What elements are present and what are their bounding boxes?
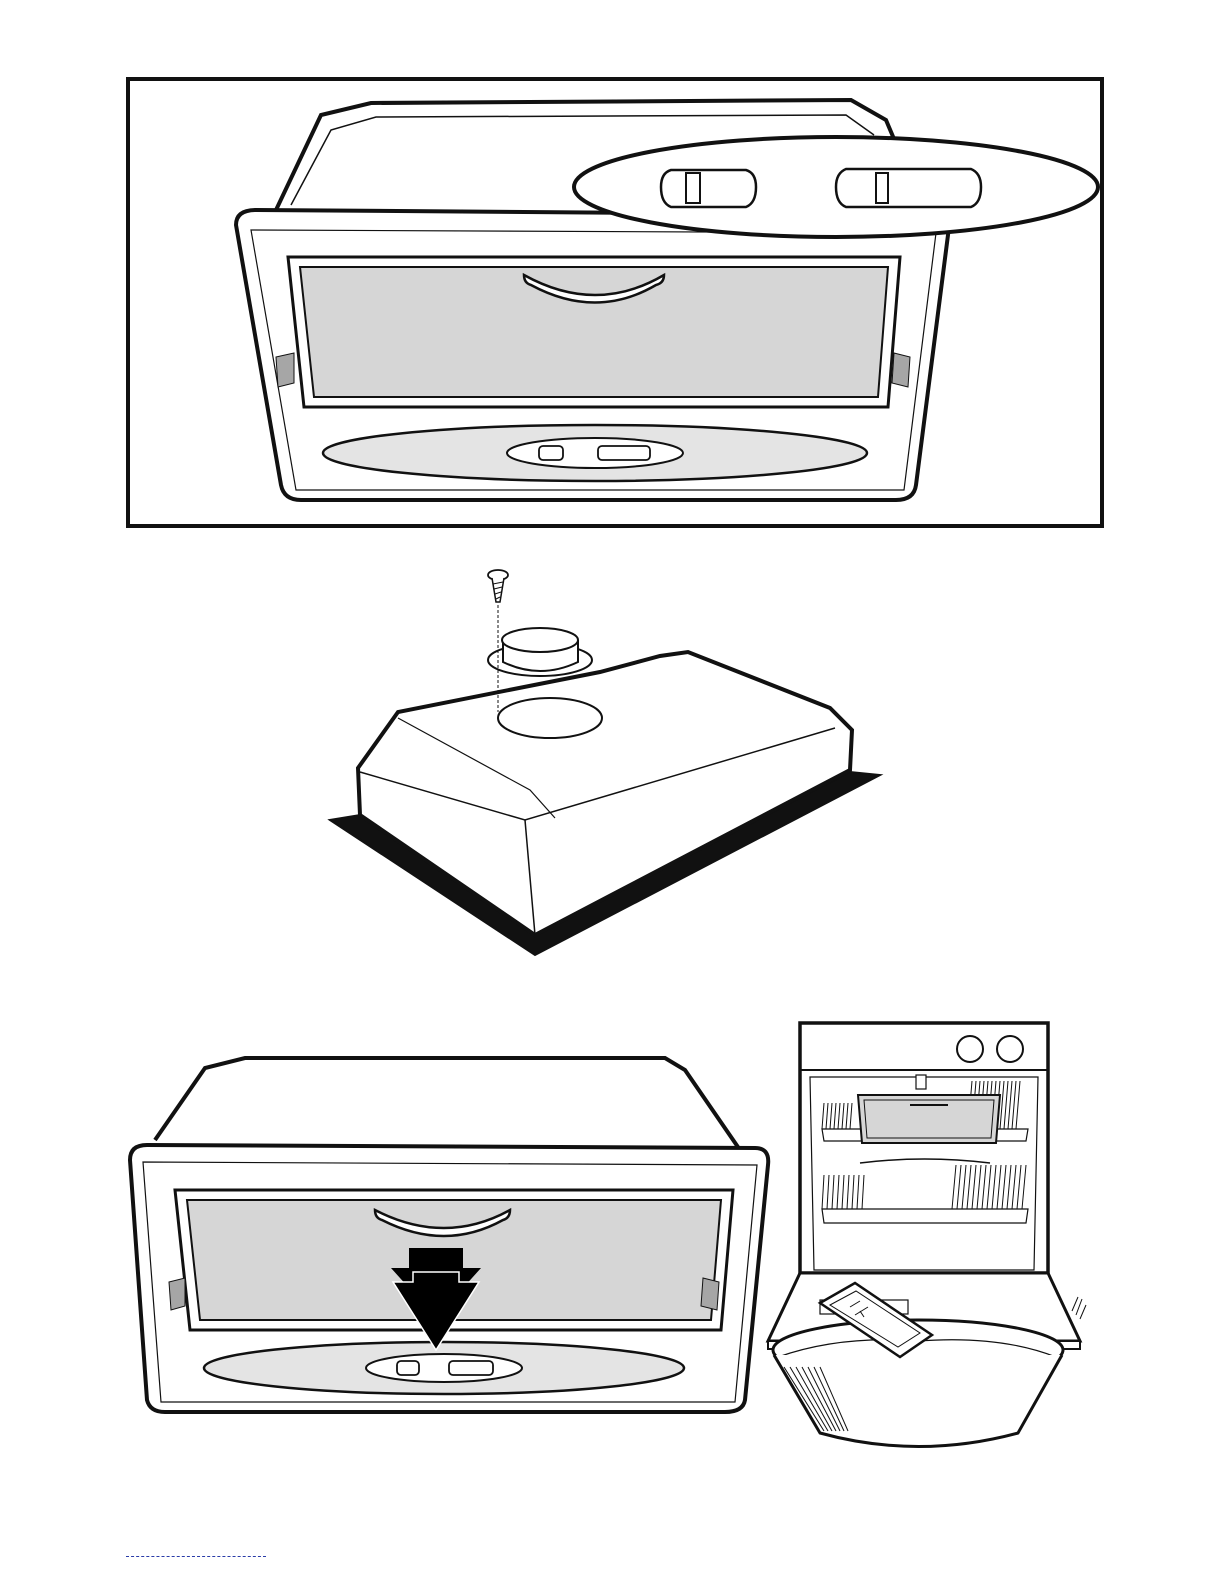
switch-bezel <box>366 1354 522 1382</box>
light-switch[interactable] <box>397 1361 419 1375</box>
footer-rule <box>126 1556 266 1557</box>
dishwasher-knob-left <box>957 1036 983 1062</box>
water-splash <box>1072 1297 1086 1319</box>
dishwasher-and-basin-illustration <box>760 1015 1090 1450</box>
left-vent <box>276 353 294 387</box>
figure-filter-cleaning <box>760 1015 1090 1450</box>
fan-speed-switch[interactable] <box>449 1361 493 1375</box>
figure-hood-switches <box>126 75 1106 530</box>
filter-removal-illustration <box>125 1050 775 1420</box>
switch-bezel <box>507 438 683 468</box>
fan-speed-switch[interactable] <box>598 446 650 460</box>
collar-rim <box>502 628 578 652</box>
light-switch[interactable] <box>539 446 563 460</box>
right-vent <box>892 353 910 387</box>
duct-opening <box>498 698 602 738</box>
hood-top-shell <box>155 1058 740 1150</box>
spray-arm-hub <box>916 1075 926 1089</box>
callout-fan-switch <box>836 169 981 207</box>
figure-filter-removal <box>125 1050 775 1420</box>
callout-light-switch <box>661 170 756 207</box>
right-vent <box>701 1278 719 1310</box>
duct-collar-illustration <box>320 560 890 965</box>
dishwasher-knob-right <box>997 1036 1023 1062</box>
grease-filter <box>300 267 888 397</box>
figure-duct-collar <box>320 560 890 965</box>
basin-body <box>774 1355 1062 1447</box>
callout-light-switch-knob <box>686 173 700 203</box>
filter-in-upper-rack <box>858 1095 1000 1143</box>
callout-fan-switch-knob <box>876 173 888 203</box>
left-vent <box>169 1278 185 1310</box>
hood-switches-illustration <box>126 75 1106 530</box>
